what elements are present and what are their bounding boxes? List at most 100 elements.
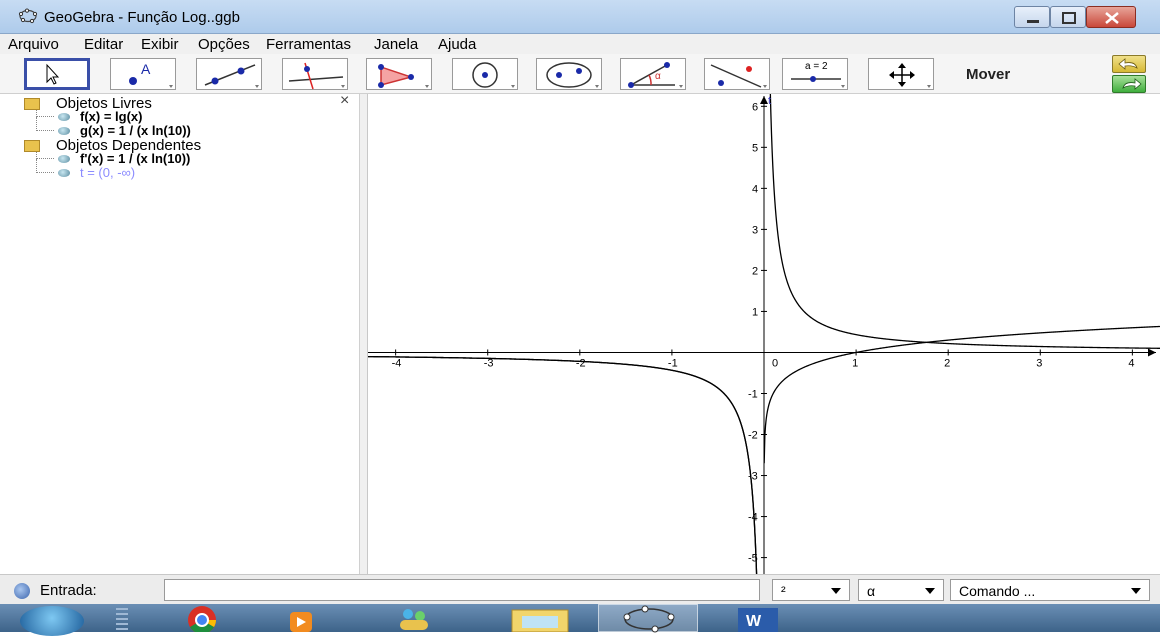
slider-tool-button[interactable]: a = 2 — [782, 58, 848, 90]
minimize-button[interactable] — [1014, 6, 1050, 28]
y-tick-label: -4 — [748, 512, 758, 524]
curve-g-negative-branch[interactable] — [368, 355, 758, 574]
circle-tool-button[interactable] — [452, 58, 518, 90]
menu-ferramentas[interactable]: Ferramentas — [266, 36, 352, 53]
chevron-down-icon — [831, 588, 841, 594]
greek-combo-value: α — [867, 583, 876, 599]
visibility-toggle-icon[interactable] — [58, 169, 70, 177]
redo-button[interactable] — [1112, 75, 1146, 93]
ellipse-tool-button[interactable] — [536, 58, 602, 90]
x-tick-label: 3 — [1036, 357, 1042, 369]
x-tick-label: 2 — [944, 357, 950, 369]
tree-connector — [36, 152, 54, 159]
y-tick-label: 6 — [752, 101, 758, 113]
visibility-toggle-icon[interactable] — [58, 113, 70, 121]
y-tick-label: 2 — [752, 265, 758, 277]
y-tick-label: 4 — [752, 183, 758, 195]
dependent-objects-folder[interactable]: Objetos Dependentes — [56, 137, 202, 154]
x-tick-label: -3 — [484, 357, 494, 369]
curve-g-positive-branch[interactable] — [769, 94, 1160, 349]
point-icon: A — [129, 61, 173, 88]
object-g[interactable]: g(x) = 1 / (x ln(10)) — [80, 123, 191, 138]
visibility-toggle-icon[interactable] — [58, 127, 70, 135]
visibility-toggle-icon[interactable] — [58, 155, 70, 163]
angle-icon: α — [628, 62, 683, 88]
taskbar-media-player[interactable] — [258, 604, 358, 632]
menu-exibir[interactable]: Exibir — [141, 36, 179, 53]
command-combo[interactable]: Comando ... — [950, 579, 1150, 601]
y-tick-label: 1 — [752, 306, 758, 318]
folder-icon — [24, 140, 40, 152]
point-tool-button[interactable]: A — [110, 58, 176, 90]
taskbar-geogebra[interactable] — [598, 604, 698, 633]
taskbar-people[interactable] — [364, 604, 464, 632]
symbol-combo[interactable]: ² — [772, 579, 850, 601]
undo-button[interactable] — [1112, 55, 1146, 73]
help-icon[interactable] — [14, 583, 30, 599]
menu-arquivo[interactable]: Arquivo — [8, 36, 59, 53]
taskbar-grip — [116, 608, 128, 630]
y-tick-label: -3 — [748, 471, 758, 483]
pointer-arrow-icon — [46, 63, 60, 85]
y-tick-label: -1 — [748, 388, 758, 400]
tree-connector — [36, 159, 54, 173]
taskbar-word[interactable]: W — [708, 604, 808, 632]
media-player-icon — [290, 612, 312, 632]
y-tick-label: 3 — [752, 224, 758, 236]
polygon-icon — [378, 64, 429, 88]
input-bar: Entrada: ² α Comando ... — [0, 574, 1160, 604]
object-f-derivative[interactable]: f'(x) = 1 / (x ln(10)) — [80, 151, 191, 166]
menu-bar: Arquivo Editar Exibir Opções Ferramentas… — [0, 34, 1160, 54]
object-f[interactable]: f(x) = lg(x) — [80, 109, 143, 124]
command-combo-value: Comando ... — [959, 583, 1036, 599]
taskbar-explorer[interactable] — [492, 604, 592, 633]
maximize-button[interactable] — [1050, 6, 1086, 28]
x-tick-label: -1 — [668, 357, 678, 369]
curve-f-log[interactable] — [763, 325, 1160, 464]
x-tick-label: 1 — [852, 357, 858, 369]
reflect-icon — [710, 64, 767, 88]
angle-tool-button[interactable]: α — [620, 58, 686, 90]
perpendicular-line-icon — [288, 62, 345, 90]
perpendicular-tool-button[interactable] — [282, 58, 348, 90]
x-tick-label: 0 — [772, 357, 778, 369]
x-tick-label: 4 — [1128, 357, 1134, 369]
redo-icon — [1122, 78, 1142, 90]
close-algebra-view-icon[interactable]: × — [340, 92, 350, 109]
reflect-tool-button[interactable] — [704, 58, 770, 90]
menu-editar[interactable]: Editar — [84, 36, 124, 53]
object-t[interactable]: t = (0, -∞) — [80, 165, 136, 180]
menu-ajuda[interactable]: Ajuda — [438, 36, 477, 53]
command-input[interactable] — [164, 579, 760, 601]
close-button[interactable] — [1086, 6, 1136, 28]
greek-combo[interactable]: α — [858, 579, 944, 601]
move-graphics-tool-button[interactable] — [868, 58, 934, 90]
curve-fprime-negative-branch[interactable] — [368, 355, 758, 574]
move-tool-button[interactable] — [24, 58, 90, 90]
tree-connector — [36, 110, 54, 117]
chevron-down-icon — [1131, 588, 1141, 594]
taskbar-chrome[interactable] — [152, 604, 252, 634]
axis-point-label: t — [768, 95, 771, 107]
word-icon: W — [738, 608, 778, 632]
taskbar: W — [0, 604, 1160, 636]
ellipse-icon — [546, 62, 599, 88]
menu-opcoes[interactable]: Opções — [198, 36, 250, 53]
minimize-icon — [1027, 20, 1039, 23]
view-divider[interactable] — [360, 94, 368, 574]
menu-janela[interactable]: Janela — [374, 36, 419, 53]
y-tick-label: -5 — [748, 553, 758, 565]
window-title: GeoGebra - Função Log..ggb — [44, 9, 240, 26]
slider-tool-text: a = 2 — [805, 61, 828, 72]
move-arrows-icon — [889, 63, 931, 88]
slider-icon — [791, 76, 845, 88]
input-label: Entrada: — [40, 582, 97, 599]
symbol-combo-value: ² — [781, 583, 786, 599]
start-orb-icon[interactable] — [20, 606, 84, 636]
polygon-tool-button[interactable] — [366, 58, 432, 90]
free-objects-folder[interactable]: Objetos Livres — [56, 95, 152, 112]
line-tool-button[interactable] — [196, 58, 262, 90]
